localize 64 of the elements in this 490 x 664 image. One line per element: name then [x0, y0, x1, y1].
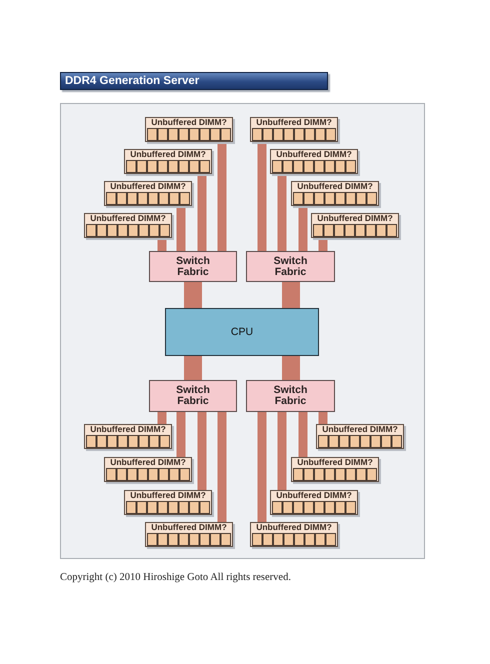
- module-label: Unbuffered DIMM?: [276, 491, 352, 500]
- bus-line: [198, 174, 206, 251]
- block-label: CPU: [230, 326, 254, 338]
- bus-line: [198, 412, 206, 490]
- module-label: Unbuffered DIMM?: [90, 425, 166, 434]
- module-label: Unbuffered DIMM?: [110, 458, 186, 467]
- module-label: Unbuffered DIMM?: [297, 458, 373, 467]
- module-label: Unbuffered DIMM?: [151, 523, 227, 532]
- module-label: Unbuffered DIMM?: [130, 150, 206, 159]
- copyright-note: Copyright (c) 2010 Hiroshige Goto All rights reserved.: [60, 572, 291, 583]
- bus-line: [218, 412, 226, 522]
- module-label: Unbuffered DIMM?: [297, 182, 373, 191]
- bus-line: [318, 238, 328, 251]
- module-label: Unbuffered DIMM?: [276, 150, 352, 159]
- memory-module: [270, 149, 358, 174]
- module-label: Unbuffered DIMM?: [317, 214, 393, 223]
- bus-line: [318, 412, 328, 424]
- switch-fabric-block: [149, 380, 237, 412]
- bus-line: [184, 282, 202, 308]
- module-label: Unbuffered DIMM?: [256, 523, 332, 532]
- switch-fabric-block: [246, 380, 335, 412]
- bus-line: [158, 412, 166, 424]
- bus-line: [176, 206, 186, 251]
- memory-module: [311, 213, 399, 238]
- memory-module: [145, 522, 233, 547]
- memory-module: [270, 490, 358, 515]
- memory-module: [291, 457, 379, 482]
- block-label: Switch Fabric: [272, 256, 308, 278]
- block-label: Switch Fabric: [175, 385, 211, 407]
- bus-line: [158, 238, 166, 251]
- module-label: Unbuffered DIMM?: [256, 118, 332, 127]
- block-label: Switch Fabric: [175, 256, 211, 278]
- bus-line: [258, 412, 266, 522]
- bus-line: [282, 356, 300, 380]
- memory-module: [104, 181, 192, 206]
- memory-module: [291, 181, 379, 206]
- bus-line: [298, 206, 308, 251]
- module-label: Unbuffered DIMM?: [151, 118, 227, 127]
- module-label: Unbuffered DIMM?: [110, 182, 186, 191]
- memory-module: [84, 213, 172, 238]
- bus-line: [176, 412, 186, 457]
- memory-module: [124, 490, 212, 515]
- module-label: Unbuffered DIMM?: [130, 491, 206, 500]
- cpu-block: [165, 308, 319, 356]
- bus-line: [282, 282, 300, 308]
- memory-module: [104, 457, 192, 482]
- memory-module: [316, 424, 404, 449]
- memory-module: [84, 424, 172, 449]
- bus-line: [184, 356, 202, 380]
- bus-line: [298, 412, 308, 457]
- bus-line: [218, 142, 226, 251]
- title-banner: DDR4 Generation Server: [60, 72, 328, 90]
- bus-line: [278, 412, 286, 490]
- block-label: Switch Fabric: [272, 385, 308, 407]
- switch-fabric-block: [246, 251, 335, 282]
- memory-module: [250, 117, 338, 142]
- module-label: Unbuffered DIMM?: [322, 425, 398, 434]
- bus-line: [278, 174, 286, 251]
- memory-module: [124, 149, 212, 174]
- bus-line: [258, 142, 266, 251]
- module-label: Unbuffered DIMM?: [90, 214, 166, 223]
- memory-module: [250, 522, 338, 547]
- switch-fabric-block: [149, 251, 237, 282]
- memory-module: [145, 117, 233, 142]
